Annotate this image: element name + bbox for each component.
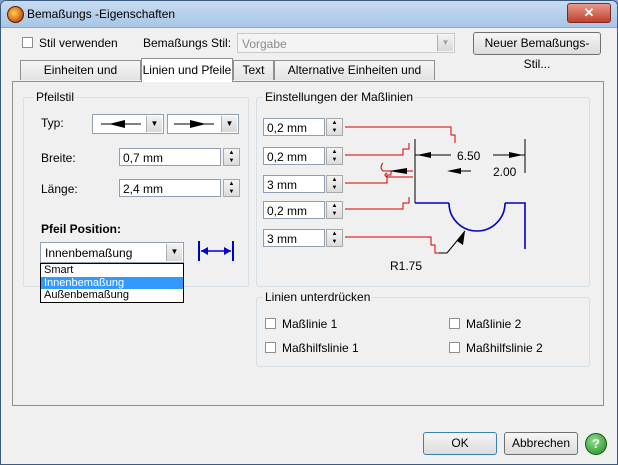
masslinie-stepper-2[interactable]: ▲▼: [326, 147, 343, 165]
chevron-down-icon: ▼: [146, 116, 162, 132]
laenge-stepper[interactable]: ▲▼: [223, 179, 240, 197]
arrow-position-icon: [198, 241, 234, 261]
typ-label: Typ:: [41, 116, 64, 130]
laenge-label: Länge:: [41, 182, 78, 196]
preview-radius: R1.75: [390, 259, 423, 273]
masshilfslinie-2-checkbox[interactable]: [449, 342, 460, 353]
masslinie-1-checkbox[interactable]: [265, 318, 276, 329]
breite-value: 0,7 mm: [123, 151, 164, 165]
masslinie-2-checkbox[interactable]: [449, 318, 460, 329]
window-title: Bemaßungs -Eigenschaften: [27, 7, 176, 21]
breite-input[interactable]: 0,7 mm: [119, 148, 221, 166]
masslinie-1-label: Maßlinie 1: [282, 317, 338, 331]
tab-alternative-einheiten[interactable]: Alternative Einheiten und Texte: [274, 60, 435, 95]
masslinie-value-2: 0,2 mm: [267, 150, 308, 164]
stil-verwenden-label: Stil verwenden: [39, 36, 118, 50]
masslinie-value-1: 0,2 mm: [267, 121, 308, 135]
help-icon[interactable]: ?: [585, 433, 607, 455]
pfeilstil-group-label: Pfeilstil: [34, 90, 77, 104]
masslinie-stepper-5[interactable]: ▲▼: [326, 229, 343, 247]
masslinie-value-4: 0,2 mm: [267, 204, 308, 218]
close-button[interactable]: ✕: [567, 3, 611, 23]
masshilfslinie-2-label: Maßhilfslinie 2: [466, 341, 543, 355]
bemassungs-stil-label: Bemaßungs Stil:: [143, 36, 232, 50]
preview-dim-1: 6.50: [457, 149, 481, 163]
dropdown-option-smart[interactable]: Smart: [44, 264, 74, 276]
masslinien-group: Einstellungen der Maßlinien: [256, 90, 590, 287]
pfeil-position-dropdown[interactable]: Smart Innenbemaßung Außenbemaßung: [40, 263, 184, 303]
dimension-preview: [345, 126, 526, 254]
laenge-value: 2,4 mm: [123, 182, 164, 196]
chevron-down-icon: ▼: [166, 244, 182, 261]
tab-einheiten-toleranz[interactable]: Einheiten und Toleranz: [20, 60, 141, 95]
unterdruecken-group-label: Linien unterdrücken: [263, 290, 373, 304]
ok-button[interactable]: OK: [423, 432, 497, 455]
title-bar: Bemaßungs -Eigenschaften ✕: [1, 1, 617, 28]
chevron-down-icon: ▼: [221, 116, 237, 132]
tab-text[interactable]: Text: [233, 60, 274, 80]
arrow-type-left-select[interactable]: ▼: [92, 114, 164, 134]
pfeil-position-label: Pfeil Position:: [41, 222, 122, 236]
pfeil-position-select[interactable]: Innenbemaßung ▼: [40, 242, 184, 263]
masslinie-input-4[interactable]: 0,2 mm: [263, 201, 325, 219]
pfeil-position-value: Innenbemaßung: [45, 246, 133, 260]
arrow-style-icon: [101, 120, 141, 128]
masslinie-value-3: 3 mm: [267, 178, 297, 192]
masslinie-input-5[interactable]: 3 mm: [263, 229, 325, 247]
stil-verwenden-checkbox[interactable]: [22, 37, 33, 48]
masslinie-stepper-3[interactable]: ▲▼: [326, 175, 343, 193]
cancel-button[interactable]: Abbrechen: [504, 432, 578, 455]
masslinie-input-2[interactable]: 0,2 mm: [263, 147, 325, 165]
chevron-down-icon: ▼: [437, 35, 453, 51]
masslinie-stepper-4[interactable]: ▲▼: [326, 201, 343, 219]
breite-label: Breite:: [41, 151, 76, 165]
masslinien-group-label: Einstellungen der Maßlinien: [263, 90, 416, 104]
dropdown-option-innenbemassung[interactable]: Innenbemaßung: [41, 276, 183, 290]
masslinie-stepper-1[interactable]: ▲▼: [326, 118, 343, 136]
masslinie-2-label: Maßlinie 2: [466, 317, 522, 331]
app-icon: [7, 6, 24, 23]
masslinie-input-1[interactable]: 0,2 mm: [263, 118, 325, 136]
masshilfslinie-1-checkbox[interactable]: [265, 342, 276, 353]
bemassungs-stil-select: Vorgabe ▼: [237, 33, 455, 53]
masslinie-value-5: 3 mm: [267, 232, 297, 246]
masslinie-input-3[interactable]: 3 mm: [263, 175, 325, 193]
unterdruecken-group: Linien unterdrücken: [256, 290, 590, 367]
bemassungs-stil-value: Vorgabe: [242, 37, 287, 51]
masshilfslinie-1-label: Maßhilfslinie 1: [282, 341, 359, 355]
breite-stepper[interactable]: ▲▼: [223, 148, 240, 166]
arrow-type-right-select[interactable]: ▼: [167, 114, 239, 134]
laenge-input[interactable]: 2,4 mm: [119, 179, 221, 197]
tab-linien-pfeile[interactable]: Linien und Pfeile: [141, 58, 233, 82]
arrow-style-icon: [174, 120, 214, 128]
preview-dim-2: 2.00: [493, 165, 517, 179]
dropdown-option-aussenbemassung[interactable]: Außenbemaßung: [44, 289, 129, 302]
neuer-stil-button[interactable]: Neuer Bemaßungs-Stil...: [473, 32, 601, 71]
